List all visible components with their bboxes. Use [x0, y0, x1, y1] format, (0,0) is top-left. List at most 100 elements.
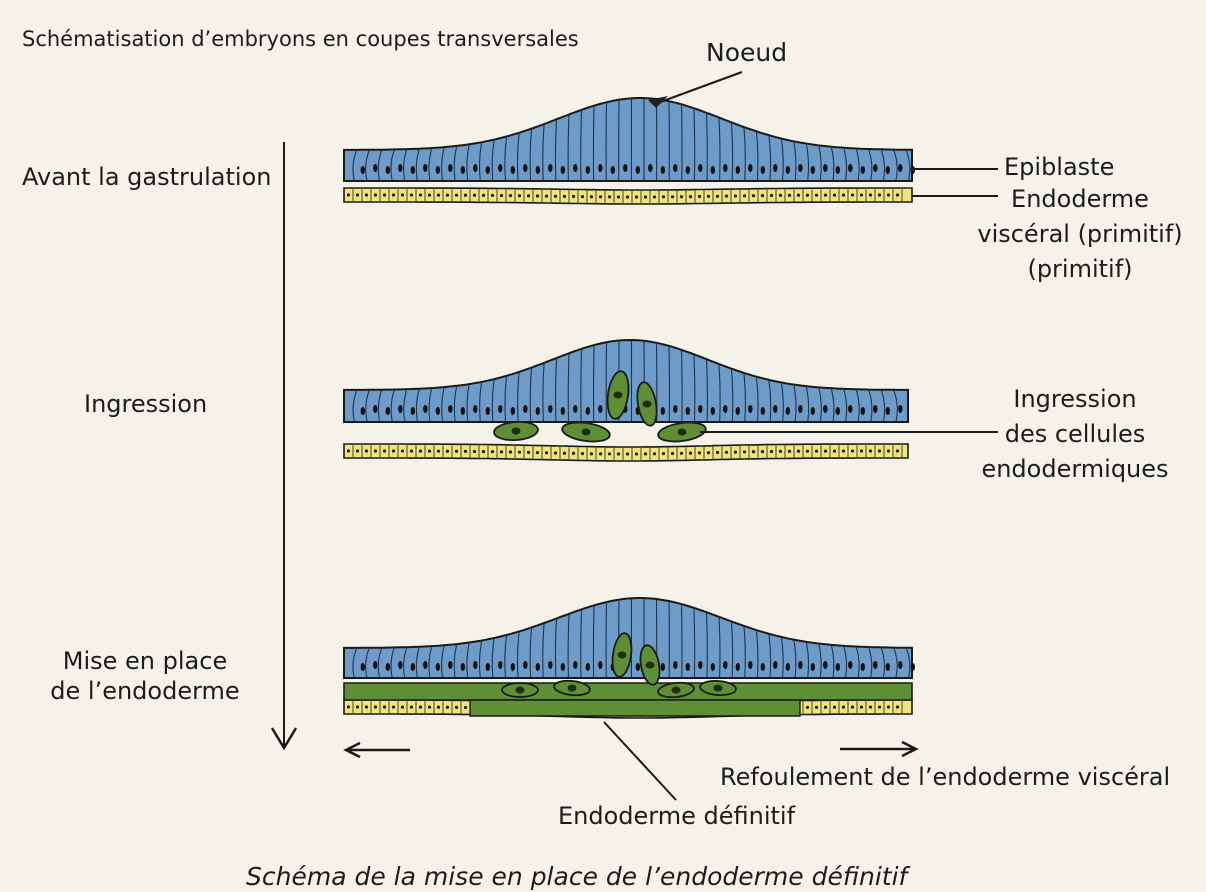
- epiblast-nucleus: [673, 661, 677, 669]
- visceral-nucleus: [833, 194, 836, 197]
- epiblast-nucleus: [898, 164, 902, 172]
- endoderm-cell-nucleus: [643, 401, 652, 408]
- epiblast-nucleus: [461, 407, 465, 415]
- epiblast-nucleus: [461, 663, 465, 671]
- visceral-nucleus: [626, 195, 629, 198]
- epiblast-nucleus: [623, 164, 627, 172]
- epiblast-nucleus: [511, 663, 515, 671]
- visceral-nucleus: [536, 194, 539, 197]
- visceral-nucleus: [347, 193, 350, 196]
- epiblast-nucleus: [786, 663, 790, 671]
- visceral-nucleus: [797, 450, 800, 453]
- epiblast-cell-wall: [682, 351, 683, 421]
- epiblast-nucleus: [598, 661, 602, 669]
- visceral-nucleus: [860, 193, 863, 196]
- visceral-nucleus: [653, 195, 656, 198]
- visceral-nucleus: [860, 449, 863, 452]
- epiblast-nucleus: [836, 407, 840, 415]
- epiblast-nucleus: [473, 164, 477, 172]
- endoderm-cell-nucleus: [568, 685, 577, 692]
- visceral-nucleus: [374, 193, 377, 196]
- visceral-nucleus: [563, 195, 566, 198]
- epiblast-nucleus: [486, 166, 490, 174]
- epiblast-nucleus: [436, 663, 440, 671]
- visceral-nucleus: [869, 193, 872, 196]
- visceral-nucleus: [788, 194, 791, 197]
- leader-noeud: [655, 72, 742, 104]
- epiblast-nucleus: [886, 407, 890, 415]
- epiblast-nucleus: [748, 164, 752, 172]
- visceral-nucleus: [689, 195, 692, 198]
- epiblast-nucleus: [448, 405, 452, 413]
- epiblast-nucleus: [573, 405, 577, 413]
- visceral-nucleus: [752, 194, 755, 197]
- visceral-nucleus: [545, 194, 548, 197]
- epiblast-nucleus: [423, 405, 427, 413]
- epiblast-nucleus: [611, 166, 615, 174]
- epiblast-nucleus: [823, 405, 827, 413]
- epiblast-nucleus: [498, 405, 502, 413]
- epiblast-nucleus: [836, 166, 840, 174]
- visceral-nucleus: [347, 449, 350, 452]
- epiblast-nucleus: [661, 407, 665, 415]
- endoderm-cell-nucleus: [646, 662, 655, 669]
- visceral-nucleus: [698, 195, 701, 198]
- epiblast-nucleus: [736, 663, 740, 671]
- visceral-nucleus: [698, 451, 701, 454]
- visceral-nucleus: [779, 450, 782, 453]
- visceral-nucleus: [707, 451, 710, 454]
- epiblast-nucleus: [761, 407, 765, 415]
- visceral-nucleus: [824, 194, 827, 197]
- visceral-nucleus: [599, 195, 602, 198]
- epiblast-nucleus: [886, 166, 890, 174]
- visceral-nucleus: [572, 195, 575, 198]
- epiblast-nucleus: [711, 663, 715, 671]
- visceral-nucleus: [473, 450, 476, 453]
- visceral-nucleus: [896, 449, 899, 452]
- visceral-nucleus: [878, 705, 881, 708]
- epiblast-nucleus: [673, 405, 677, 413]
- visceral-nucleus: [419, 193, 422, 196]
- visceral-nucleus: [779, 194, 782, 197]
- visceral-nucleus: [401, 193, 404, 196]
- epiblast-nucleus: [873, 405, 877, 413]
- epiblast-nucleus: [811, 407, 815, 415]
- visceral-endoderm-layer: [344, 444, 908, 461]
- epiblast-nucleus: [573, 164, 577, 172]
- visceral-nucleus: [545, 451, 548, 454]
- visceral-nucleus: [383, 193, 386, 196]
- epiblast-nucleus: [823, 661, 827, 669]
- visceral-nucleus: [410, 193, 413, 196]
- epiblast-nucleus: [523, 661, 527, 669]
- epiblast-nucleus: [448, 164, 452, 172]
- visceral-nucleus: [734, 194, 737, 197]
- epiblast-nucleus: [698, 405, 702, 413]
- visceral-nucleus: [635, 452, 638, 455]
- epiblast-nucleus: [536, 663, 540, 671]
- embryo-section-before-gastrulation: [344, 98, 915, 204]
- visceral-nucleus: [437, 194, 440, 197]
- visceral-nucleus: [428, 450, 431, 453]
- epiblast-nucleus: [798, 164, 802, 172]
- visceral-nucleus: [482, 450, 485, 453]
- epiblast-nucleus: [361, 407, 365, 415]
- visceral-nucleus: [464, 194, 467, 197]
- visceral-nucleus: [419, 706, 422, 709]
- visceral-nucleus: [896, 705, 899, 708]
- visceral-nucleus: [635, 195, 638, 198]
- visceral-nucleus: [455, 450, 458, 453]
- visceral-nucleus: [725, 194, 728, 197]
- epiblast-nucleus: [886, 663, 890, 671]
- visceral-nucleus: [815, 450, 818, 453]
- visceral-nucleus: [626, 452, 629, 455]
- epiblast-nucleus: [898, 405, 902, 413]
- visceral-nucleus: [401, 705, 404, 708]
- visceral-nucleus: [752, 450, 755, 453]
- epiblast-nucleus: [398, 661, 402, 669]
- visceral-nucleus: [527, 194, 530, 197]
- epiblast-nucleus: [498, 661, 502, 669]
- visceral-nucleus: [644, 195, 647, 198]
- visceral-nucleus: [707, 195, 710, 198]
- visceral-nucleus: [653, 452, 656, 455]
- epiblast-nucleus: [523, 405, 527, 413]
